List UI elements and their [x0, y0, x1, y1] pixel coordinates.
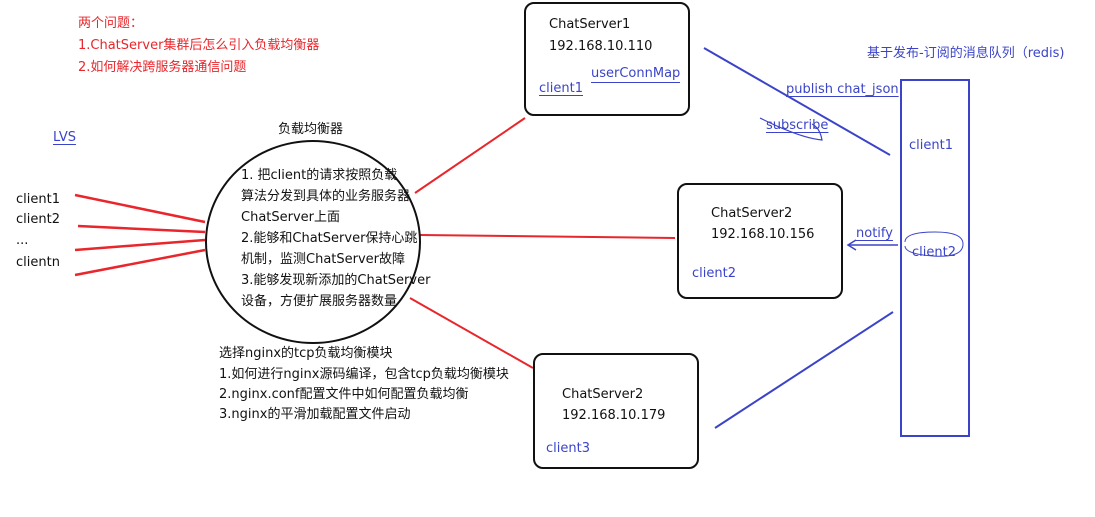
nginx-note-1: 1.如何进行nginx源码编译，包含tcp负载均衡模块	[219, 367, 509, 382]
problems-title: 两个问题：	[78, 16, 144, 31]
subscribe-scribble	[759, 117, 823, 141]
lb-server1-line	[414, 117, 526, 194]
mq-client2: client2	[912, 245, 956, 260]
mq-title: 基于发布-订阅的消息队列（redis)	[867, 46, 1065, 61]
server1-mq-line	[703, 47, 891, 156]
lb-line-3: ChatServer上面	[241, 210, 341, 225]
client2-line	[77, 224, 206, 234]
clientn-line	[74, 248, 206, 277]
problem-1: 1.ChatServer集群后怎么引入负载均衡器	[78, 38, 320, 53]
publish-label: publish chat_json	[786, 82, 899, 97]
load-balancer-title: 负载均衡器	[278, 122, 344, 137]
client-label-1: client1	[16, 192, 60, 207]
nginx-title: 选择nginx的tcp负载均衡模块	[219, 346, 393, 361]
notify-label: notify	[856, 226, 893, 241]
chatserver1-box	[524, 2, 690, 116]
mq-client1: client1	[909, 138, 953, 153]
chatserver3-box	[533, 353, 699, 469]
lb-line-7: 设备，方便扩展服务器数量	[241, 294, 398, 309]
lvs-label: LVS	[53, 130, 76, 145]
client-label-ellipsis: ...	[16, 233, 29, 248]
problem-2: 2.如何解决跨服务器通信问题	[78, 60, 247, 75]
server3-mq-line	[714, 311, 894, 429]
lb-line-6: 3.能够发现新添加的ChatServer	[241, 273, 431, 288]
notify-arrow	[846, 239, 857, 251]
lb-server3-line	[409, 297, 534, 369]
chatserver1-client: client1	[539, 81, 583, 96]
chatserver1-name: ChatServer1	[549, 17, 631, 32]
chatserver2-client: client2	[692, 266, 736, 281]
lb-line-4: 2.能够和ChatServer保持心跳	[241, 231, 418, 246]
lb-line-2: 算法分发到具体的业务服务器	[241, 189, 411, 204]
client-label-2: client2	[16, 212, 60, 227]
chatserver3-name: ChatServer2	[562, 387, 644, 402]
chatserver3-ip: 192.168.10.179	[562, 408, 666, 423]
lb-line-1: 1. 把client的请求按照负载	[241, 168, 398, 183]
client3-line	[74, 238, 206, 252]
chatserver3-client: client3	[546, 441, 590, 456]
chatserver1-userconnmap: userConnMap	[591, 66, 681, 83]
lb-line-5: 机制，监测ChatServer故障	[241, 252, 406, 267]
message-queue-box	[900, 79, 970, 437]
load-balancer-circle	[205, 140, 421, 344]
client2-highlight	[904, 231, 964, 257]
chatserver1-ip: 192.168.10.110	[549, 39, 653, 54]
nginx-note-3: 3.nginx的平滑加载配置文件启动	[219, 407, 411, 422]
chatserver2-ip: 192.168.10.156	[711, 227, 815, 242]
subscribe-label: subscribe	[766, 118, 829, 133]
lb-server2-line	[419, 234, 676, 239]
client1-line	[74, 193, 206, 224]
client-label-n: clientn	[16, 255, 60, 270]
chatserver2-box	[677, 183, 843, 299]
chatserver2-name: ChatServer2	[711, 206, 793, 221]
nginx-note-2: 2.nginx.conf配置文件中如何配置负载均衡	[219, 387, 469, 402]
